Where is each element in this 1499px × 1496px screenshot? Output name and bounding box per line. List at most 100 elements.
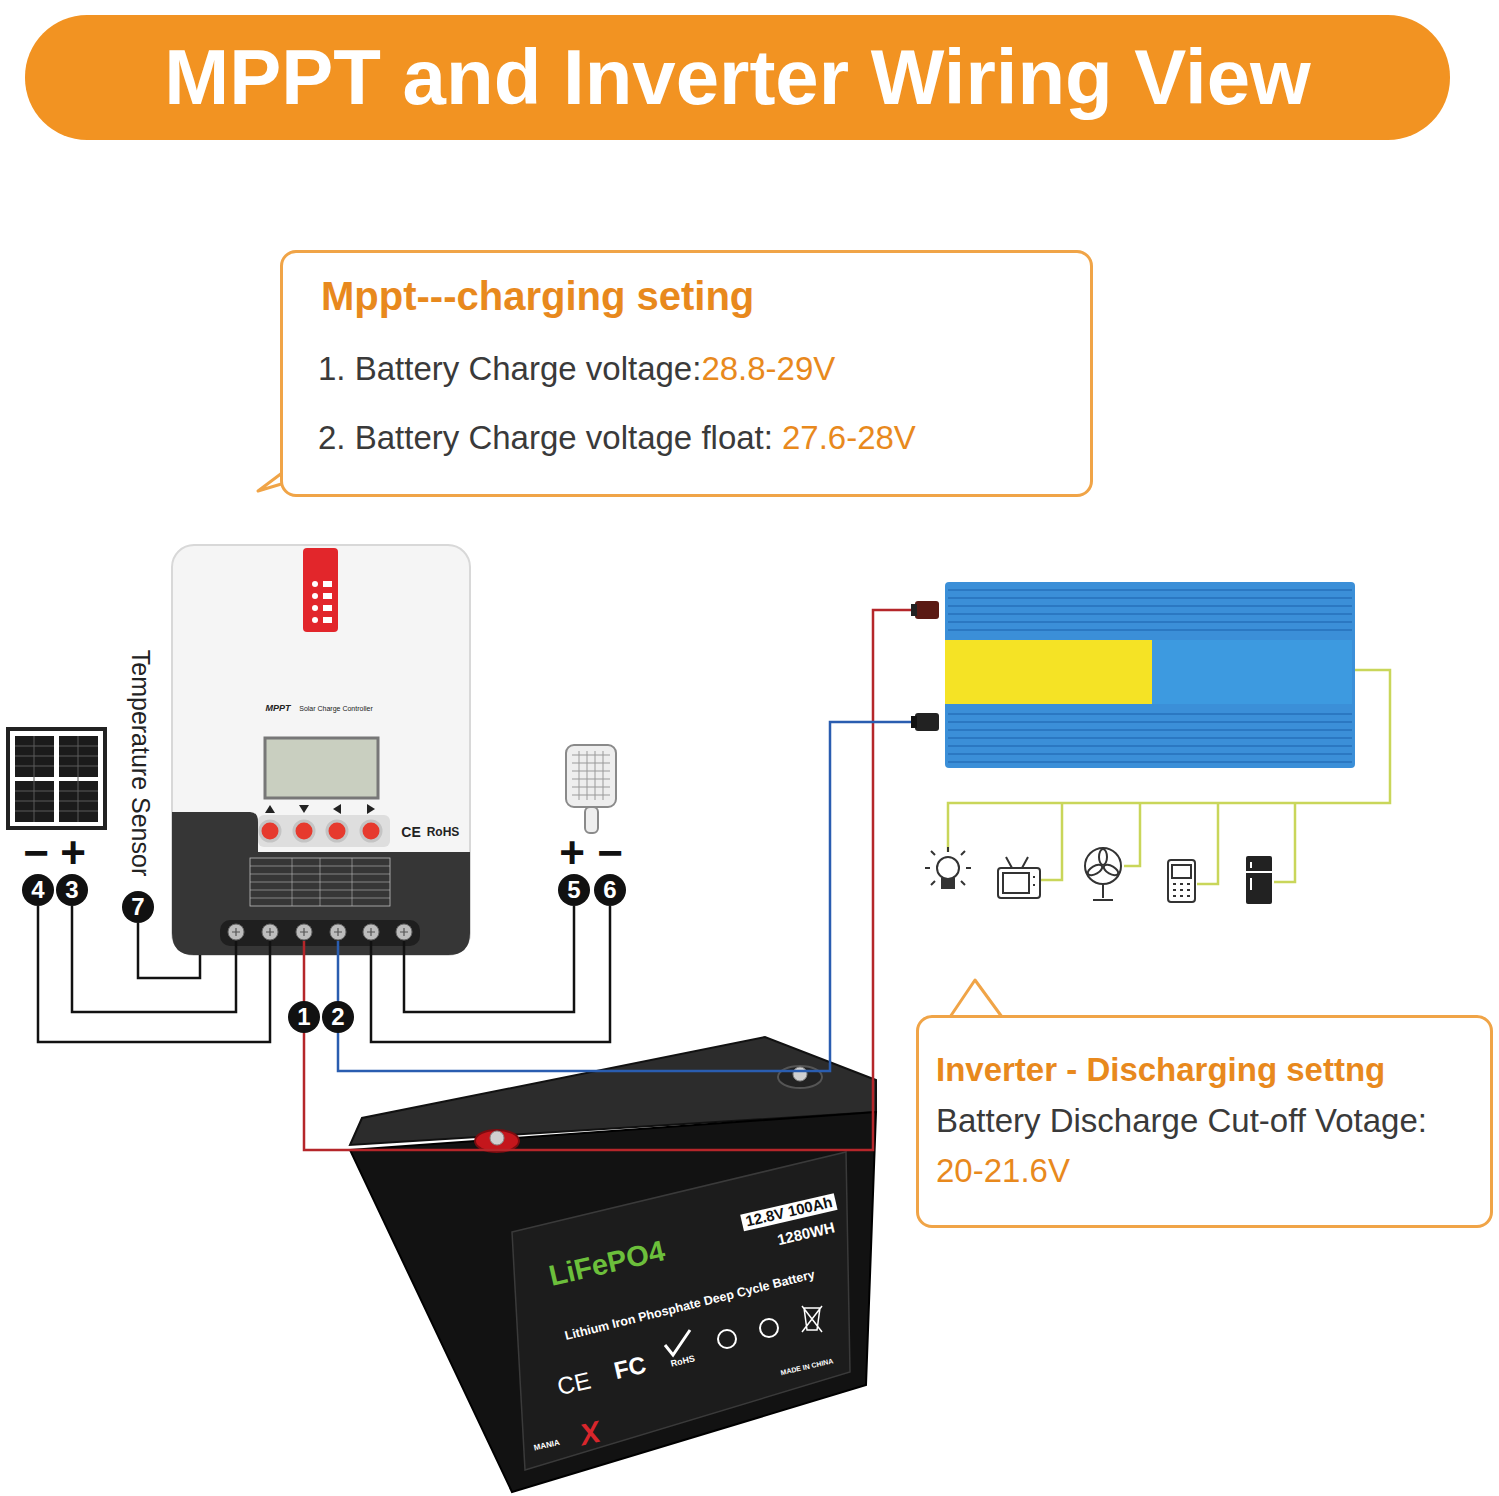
brand-text: MPPT bbox=[265, 704, 290, 714]
inverter bbox=[915, 601, 939, 619]
lifepo4-battery bbox=[665, 1330, 690, 1355]
dc-load-lamp bbox=[585, 807, 598, 833]
dc-load-lamp bbox=[566, 745, 616, 833]
charge-controller bbox=[220, 920, 420, 946]
tv-icon bbox=[998, 857, 1040, 898]
wire bbox=[72, 906, 236, 1012]
bulb-icon bbox=[925, 847, 971, 885]
inverter bbox=[945, 582, 1355, 768]
terminal-sign: + bbox=[60, 829, 86, 877]
charge-controller bbox=[232, 928, 408, 936]
lifepo4-battery bbox=[350, 1112, 876, 1492]
callout-disc bbox=[558, 874, 590, 906]
title-text: MPPT and Inverter Wiring View bbox=[164, 35, 1310, 121]
lifepo4-battery bbox=[802, 1306, 822, 1332]
bulb-icon bbox=[942, 879, 954, 888]
callout-text: 2. Battery Charge voltage float: bbox=[318, 419, 773, 456]
wire bbox=[371, 906, 610, 1042]
inverter bbox=[915, 713, 939, 731]
callout-text: 28.8-29V bbox=[701, 350, 835, 387]
callout-disc bbox=[22, 874, 54, 906]
charge-controller bbox=[265, 738, 378, 798]
wire bbox=[38, 906, 610, 1042]
charge-controller bbox=[312, 581, 318, 587]
charge-controller bbox=[172, 812, 470, 955]
callout-number: 7 bbox=[131, 894, 144, 920]
callout-number: 2 bbox=[331, 1004, 344, 1030]
callout-number: 4 bbox=[31, 877, 44, 903]
callout-number: 3 bbox=[65, 877, 78, 903]
charge-controller bbox=[367, 804, 375, 814]
charge-controller bbox=[333, 804, 341, 814]
lifepo4-battery bbox=[778, 1066, 822, 1088]
solar-panel bbox=[15, 736, 98, 822]
solar-panel bbox=[8, 729, 105, 828]
callout-number: 5 bbox=[567, 877, 580, 903]
terminal-sign: − bbox=[597, 829, 623, 877]
fridge-icon bbox=[1246, 856, 1272, 904]
fan-icon bbox=[1085, 848, 1121, 900]
callout-heading: Inverter - Discharging settng bbox=[936, 1051, 1385, 1088]
charge-controller bbox=[327, 821, 347, 841]
charge-controller bbox=[299, 805, 309, 813]
lifepo4-battery bbox=[512, 1152, 850, 1470]
charge-controller bbox=[250, 858, 390, 906]
callout-number: 6 bbox=[603, 877, 616, 903]
callout-line: 20-21.6V bbox=[936, 1149, 1070, 1199]
lifepo4-battery bbox=[760, 1319, 778, 1337]
charge-controller bbox=[323, 593, 332, 599]
positive-wire bbox=[304, 610, 911, 1150]
bulb-icon bbox=[925, 847, 971, 888]
charge-controller bbox=[312, 617, 318, 623]
callout-disc bbox=[22, 874, 626, 1033]
charge-controller bbox=[312, 593, 318, 599]
charge-controller bbox=[323, 617, 332, 623]
wire bbox=[38, 906, 270, 1042]
callout-box: Mppt---charging seting 1. Battery Charge … bbox=[280, 250, 1093, 497]
positive-wire bbox=[304, 610, 911, 1150]
lifepo4-battery bbox=[475, 1130, 519, 1152]
fridge-icon bbox=[1246, 856, 1272, 904]
callout-text: 1. Battery Charge voltage: bbox=[318, 350, 701, 387]
callout-disc bbox=[594, 874, 626, 906]
cert-mark: CE bbox=[401, 825, 420, 840]
cert-mark: RoHS bbox=[427, 826, 460, 839]
callout-tail bbox=[950, 980, 1002, 1017]
charge-controller bbox=[323, 581, 332, 587]
terminal-sign: − bbox=[23, 829, 49, 877]
fan-icon bbox=[1085, 848, 1121, 884]
lifepo4-battery bbox=[793, 1067, 807, 1081]
callout-number: 1 bbox=[297, 1004, 310, 1030]
product-text: Solar Charge Controller bbox=[299, 705, 373, 713]
callout-text: 27.6-28V bbox=[782, 419, 916, 456]
charge-controller bbox=[312, 605, 318, 611]
tv-icon bbox=[1003, 873, 1029, 893]
callout-disc bbox=[322, 1001, 354, 1033]
charge-controller bbox=[361, 821, 381, 841]
sensor-label: Temperature Sensor bbox=[126, 650, 154, 877]
negative-wire bbox=[338, 722, 911, 1071]
wire bbox=[404, 906, 574, 1012]
negative-wire bbox=[338, 722, 911, 1071]
phone-icon bbox=[1172, 865, 1191, 878]
callout-line: Mppt---charging seting bbox=[318, 271, 754, 330]
charge-controller bbox=[265, 805, 275, 813]
lifepo4-battery bbox=[490, 1131, 504, 1145]
charge-controller bbox=[172, 545, 470, 955]
callout-line: 2. Battery Charge voltage float:27.6-28V bbox=[318, 414, 916, 468]
inverter bbox=[945, 640, 1152, 704]
callout-line: 1. Battery Charge voltage:28.8-29V bbox=[318, 345, 835, 399]
fan-icon bbox=[1099, 849, 1107, 865]
callout-disc bbox=[122, 891, 154, 923]
charge-controller bbox=[294, 821, 314, 841]
phone-icon bbox=[1168, 860, 1195, 902]
charge-controller bbox=[250, 858, 390, 906]
charge-controller bbox=[258, 815, 390, 847]
fan-icon bbox=[1102, 863, 1120, 878]
callout-text: 20-21.6V bbox=[936, 1152, 1070, 1189]
lifepo4-battery bbox=[350, 1037, 876, 1492]
tv-icon bbox=[1006, 857, 1034, 886]
lifepo4-battery bbox=[718, 1330, 736, 1348]
inverter bbox=[911, 604, 917, 616]
fridge-icon bbox=[1246, 862, 1272, 890]
